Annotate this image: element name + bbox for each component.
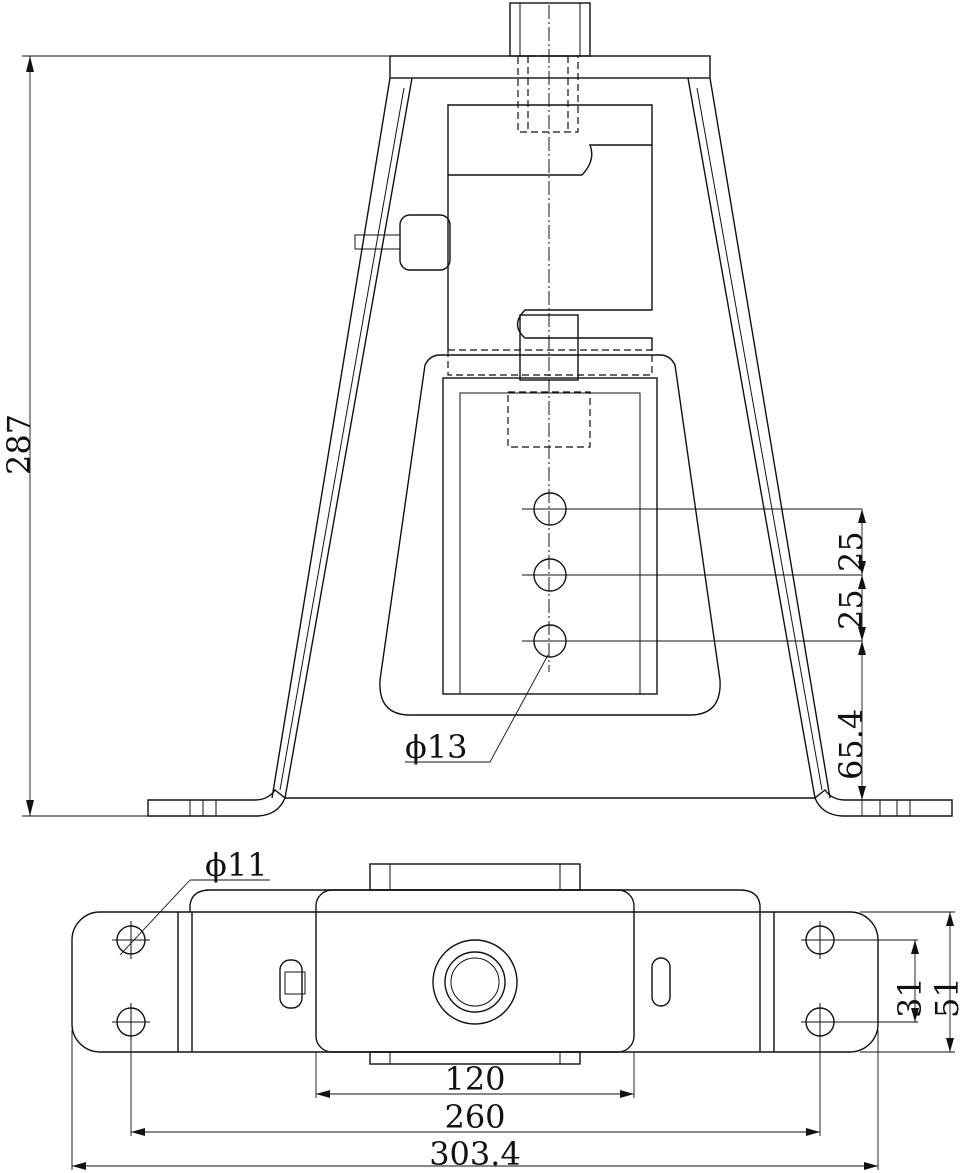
top-plate: [389, 55, 711, 79]
block-top-tab: [369, 863, 581, 891]
left-leg-outer: [271, 77, 391, 799]
dim-hole-diameter-13: ϕ13: [405, 728, 468, 766]
dim-height-287: 287: [0, 414, 38, 475]
left-foot: [147, 788, 286, 817]
load-cell-body: [447, 145, 653, 350]
dim-bottom-offset: 65.4: [832, 709, 870, 780]
bracket-inner-frame: [442, 377, 658, 695]
right-leg-inner: [687, 77, 816, 799]
front-view: 287 25 25 65.4 ϕ13: [0, 2, 953, 817]
base-plate: [71, 911, 879, 1053]
top-bolt-hidden: [517, 55, 579, 133]
left-pin: [279, 959, 303, 1009]
dim-hole-spacing-lower: 25: [832, 589, 870, 630]
right-pin: [651, 957, 671, 1007]
side-connector: [399, 214, 451, 271]
dim-hole-spacing-upper: 25: [832, 531, 870, 572]
dim-width-51: 51: [928, 977, 961, 1018]
dim-hole-diameter-11: ϕ11: [205, 846, 268, 884]
left-leg-inner: [284, 77, 413, 799]
connector-pin: [354, 234, 401, 250]
center-stud-inner: [444, 951, 506, 1013]
bracket-outline: [379, 354, 721, 716]
center-stud-outer: [432, 939, 518, 1025]
right-leg-outer: [709, 77, 831, 799]
right-foot: [814, 788, 953, 817]
load-cell-upper: [447, 104, 653, 176]
bracket-plate: [459, 392, 641, 695]
top-stud: [509, 2, 591, 57]
dim-overall-length-303-4: 303.4: [429, 1135, 521, 1173]
upper-plate-edge: [189, 889, 761, 912]
block-bottom-tab: [369, 1051, 581, 1065]
dim-center-width-120: 120: [444, 1060, 505, 1098]
dim-hole-pitch-260: 260: [444, 1098, 505, 1136]
top-view: ϕ11 31 51 120 260 303.4: [71, 846, 961, 1173]
center-block: [315, 889, 635, 1053]
dim-hole-spacing-31: 31: [891, 977, 929, 1018]
